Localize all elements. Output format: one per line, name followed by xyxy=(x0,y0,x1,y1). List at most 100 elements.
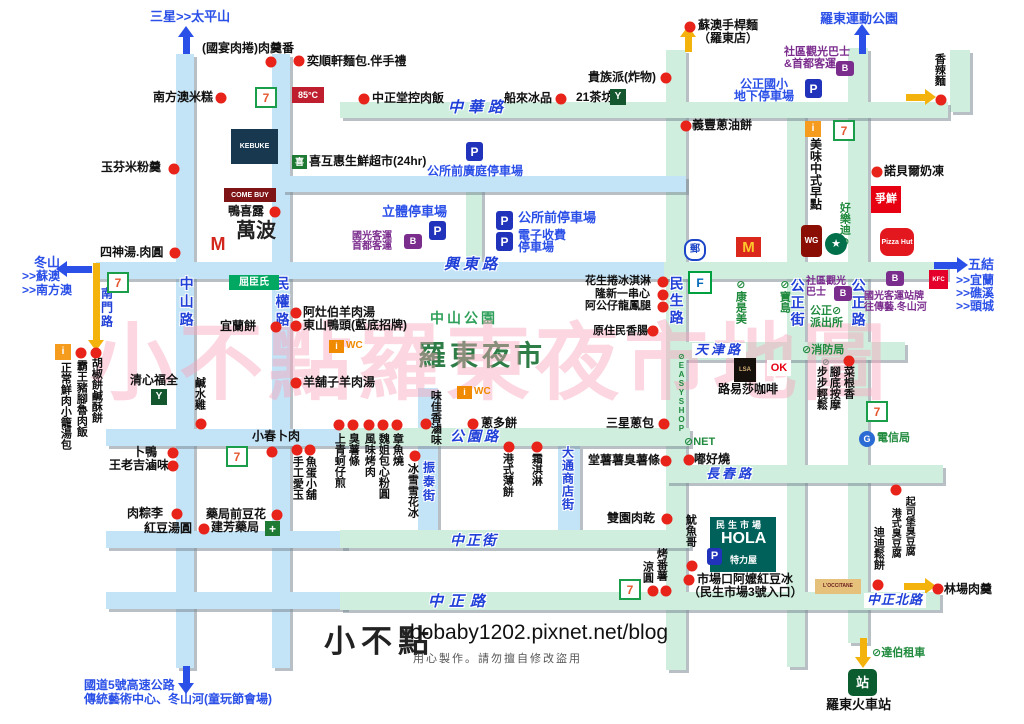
label-tianjin-rd: 天津路 xyxy=(692,342,747,358)
parking-icon: P xyxy=(496,211,513,230)
stall-dot xyxy=(684,21,696,33)
stall-stinky-fries: 臭薯條 xyxy=(347,433,360,466)
bus-icon: B xyxy=(834,286,852,301)
stall-guoyan-roll: (國宴肉捲)肉羹番 xyxy=(202,41,294,55)
stall-dot xyxy=(377,419,389,431)
street-zhonghua-rd xyxy=(340,102,948,118)
stall-pharmacy-tofu: 藥局前豆花 xyxy=(206,507,267,521)
stall-dot xyxy=(647,325,659,337)
stall-dot xyxy=(266,446,278,458)
stall-dot xyxy=(195,418,207,430)
arrow-to-highway xyxy=(178,666,194,694)
pizza-hut-logo: Pizza Hut xyxy=(880,228,914,256)
arrow-head xyxy=(855,657,871,668)
transit-kuokuang-1: 國光客運 xyxy=(352,231,392,242)
hola-minsheng-market: 民生市場 xyxy=(716,520,765,530)
arrow-head xyxy=(178,26,194,37)
shop-wanbo: 萬波 xyxy=(236,218,276,242)
stall-xiaochun-burou: 小春卜肉 xyxy=(252,429,301,443)
author-signature: 小不點 xyxy=(324,624,435,660)
luodong-train-station-label: 羅東火車站 xyxy=(826,697,892,712)
stall-dot xyxy=(290,320,302,332)
stall-shuangyuan-jerky: 雙園肉乾 xyxy=(607,511,656,525)
mos-burger-logo: M xyxy=(205,231,231,256)
arrow-shaft xyxy=(906,93,925,101)
stall-dot xyxy=(168,163,180,175)
stall-buya-duck: 卜鴨 xyxy=(133,445,158,459)
kfc-logo: KFC xyxy=(929,270,948,289)
street-datong-shopping-st xyxy=(558,446,580,532)
label-gongzheng-st: 公正街 xyxy=(789,278,806,329)
label-zhongzheng-rd: 中正路 xyxy=(428,593,492,610)
stall-tangshushu-fries: 堂薯薯臭薯條 xyxy=(588,453,661,467)
kebuke-logo: KEBUKE xyxy=(231,129,278,164)
stall-suao-noodle-1: 蘇澳手桿麵 xyxy=(698,18,759,32)
stall-dot xyxy=(657,276,669,288)
shop-xihuhui-market: 喜互惠生鮮超市(24hr) xyxy=(309,154,427,168)
stall-dot xyxy=(215,92,227,104)
arrow-to-taipingshan xyxy=(178,26,194,54)
arrow-shaft xyxy=(684,37,692,52)
stall-wanglaoji: 王老吉滷味 xyxy=(109,458,170,472)
train-station-icon: 站 xyxy=(848,669,877,696)
stall-dot xyxy=(333,419,345,431)
stall-dot xyxy=(90,347,102,359)
transit-bus-stop-2: 往傳藝.冬山河 xyxy=(864,302,927,313)
stall-chuanlai-ice: 船來冰品 xyxy=(504,91,553,105)
parking-icon: P xyxy=(496,232,513,251)
stall-longxin-chuanxin: 隆新一串心 xyxy=(595,288,650,300)
watermark-text: 小不點羅東夜市地圖 xyxy=(90,316,892,410)
stall-dot xyxy=(358,93,370,105)
shop-21-teahouse: 21茶坊 xyxy=(576,90,614,104)
arrow-to-dongshan xyxy=(56,261,92,277)
label-changchun-rd: 長春路 xyxy=(706,466,755,481)
world-gym-logo: WG xyxy=(801,225,822,257)
stall-dot xyxy=(843,355,855,367)
stall-chinese-breakfast: 美味中式早點 xyxy=(808,138,823,210)
stall-squid-bro: 魷魚哥 xyxy=(684,514,697,547)
seven-eleven-icon: 7 xyxy=(226,446,248,467)
comebuy-logo: COME BUY xyxy=(224,188,276,202)
nav-nanfangao: >>南方澳 xyxy=(22,283,73,297)
street-changchun-rd xyxy=(666,465,943,483)
stall-weijiaxiang-luwei: 味佳香滷味 xyxy=(429,390,442,445)
label-zhonghua-rd: 中華路 xyxy=(448,99,509,116)
shop-jianfang-pharmacy: 建芳藥局 xyxy=(211,520,260,534)
stall-dot xyxy=(467,418,479,430)
stall-weijie-tapioca: 魏姐包心粉圓 xyxy=(377,433,390,499)
shop-chingshin-tea: 清心福全 xyxy=(130,373,179,387)
hola-logo-text: HOLA xyxy=(721,530,767,547)
stall-redbean-ice-2: （民生市場3號入口） xyxy=(688,585,803,599)
louisa-coffee-logo: LSA xyxy=(734,358,756,382)
stall-hk-crepe: 港式薄餅 xyxy=(501,453,514,497)
tagline: 用心製作。請勿擅自修改盜用 xyxy=(413,652,582,665)
stall-pepper-bun: 胡椒餅鹹酥餅 xyxy=(90,357,103,423)
stall-dot xyxy=(290,377,302,389)
stall-dot xyxy=(291,444,303,456)
parking-icon: P xyxy=(429,221,446,240)
ok-mart-logo: OK xyxy=(767,360,791,376)
stall-zhongzhengtang: 中正堂控肉飯 xyxy=(372,91,445,105)
stall-snowflake-ice: 冰雪雪花冰 xyxy=(406,463,419,518)
label-gongyuan-rd: 公園路 xyxy=(450,428,501,444)
shop-baodao: ⊘寶島 xyxy=(778,278,791,313)
arrow-to-train-station xyxy=(855,638,871,668)
shop-louisa-coffee: 路易莎咖啡 xyxy=(718,382,779,396)
bus-icon: B xyxy=(836,61,854,76)
stall-rouzongli: 肉粽李 xyxy=(127,506,164,520)
ice-cream-icon: i xyxy=(55,344,71,360)
street-gongzheng-st xyxy=(787,104,805,667)
label-gongzheng-rd: 公正路 xyxy=(850,278,867,329)
nav-suao: >>蘇澳 xyxy=(22,269,61,283)
stall-nanfangao-rice: 南方澳米糕 xyxy=(153,90,214,104)
stall-yufen-rice-noodle: 玉芬米粉羹 xyxy=(101,160,162,174)
parking-gongzheng-school-1: 公正國小 xyxy=(740,77,789,91)
street-parking-lane xyxy=(466,176,482,264)
drink-cup-icon: Y xyxy=(610,89,626,105)
label-zhongshan-rd: 中山路 xyxy=(178,276,195,330)
stall-dot xyxy=(660,585,672,597)
stall-duhaoshao: 嘟好燒 xyxy=(694,452,731,466)
stall-dot xyxy=(167,447,179,459)
nav-toucheng: >>頭城 xyxy=(956,299,995,313)
